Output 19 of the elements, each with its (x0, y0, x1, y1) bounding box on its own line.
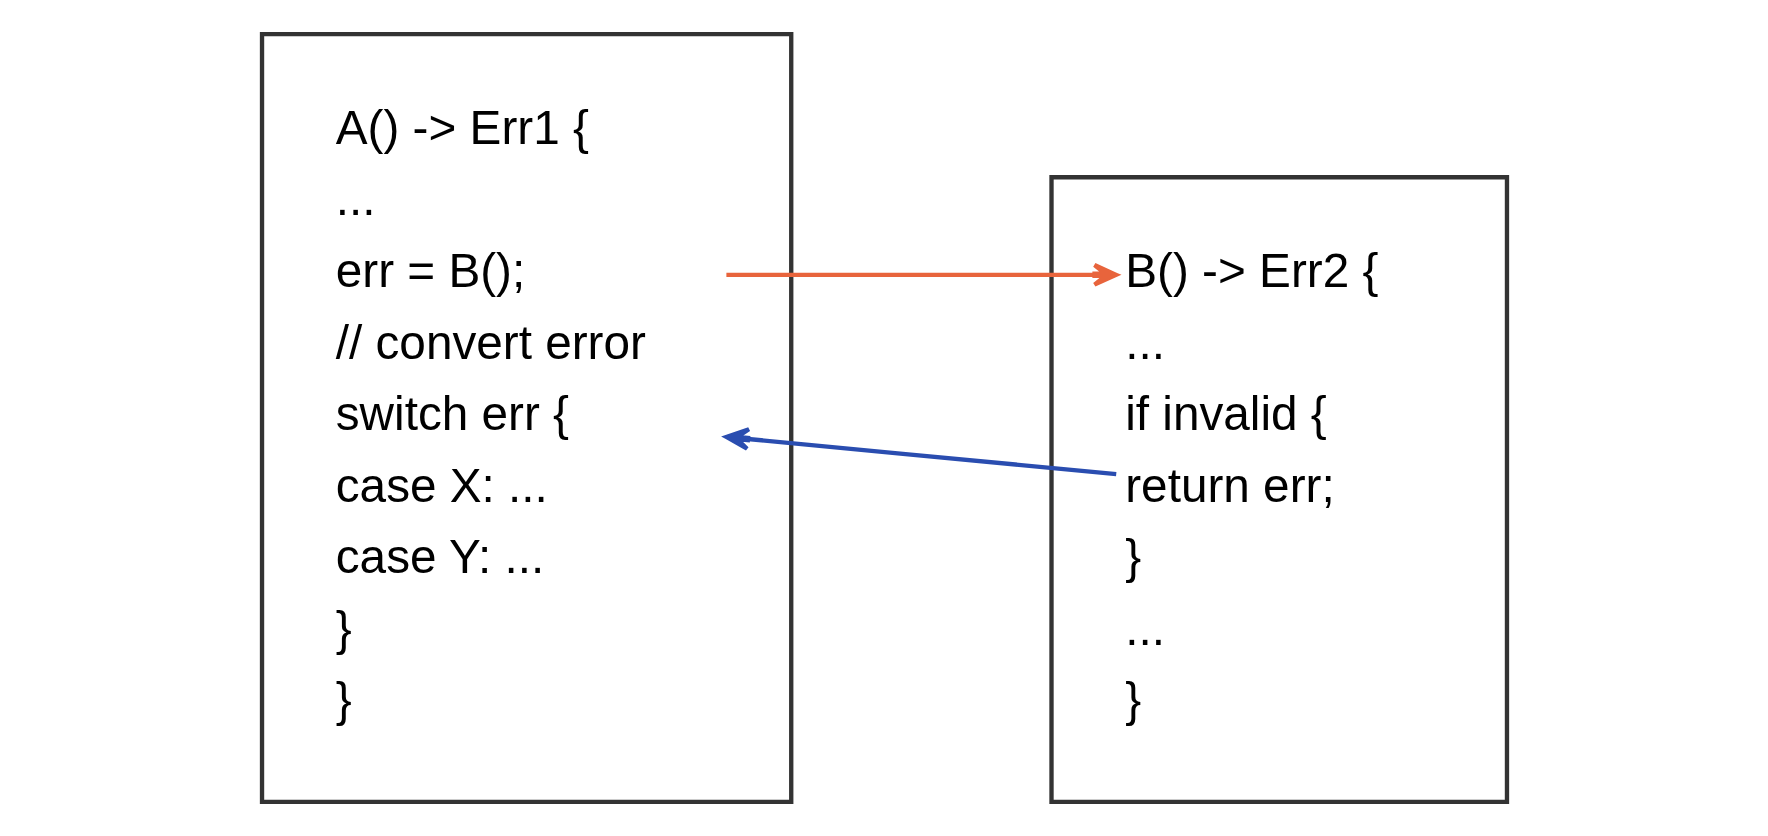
node-text: } (1124, 673, 1141, 727)
node-text: if invalid { (1124, 387, 1327, 441)
node-text: ... (1124, 315, 1165, 369)
node-text: // convert error (335, 315, 646, 369)
node-text: ... (1124, 601, 1165, 655)
node-text: A() -> Err1 { (335, 100, 589, 154)
node-text: err = B(); (335, 244, 525, 297)
node-text: return err; (1124, 458, 1335, 512)
node-text: case Y: ... (335, 530, 544, 584)
node-text: } (1124, 530, 1141, 584)
node-text: case X: ... (335, 458, 548, 512)
node-text: B() -> Err2 { (1124, 244, 1378, 297)
cluster (259, 31, 793, 805)
arrow (723, 427, 1116, 477)
node-text: switch err { (335, 387, 569, 441)
node-text: ... (335, 172, 376, 226)
node-text: } (335, 673, 352, 727)
node-text: } (335, 601, 352, 655)
cluster (1048, 175, 1509, 805)
